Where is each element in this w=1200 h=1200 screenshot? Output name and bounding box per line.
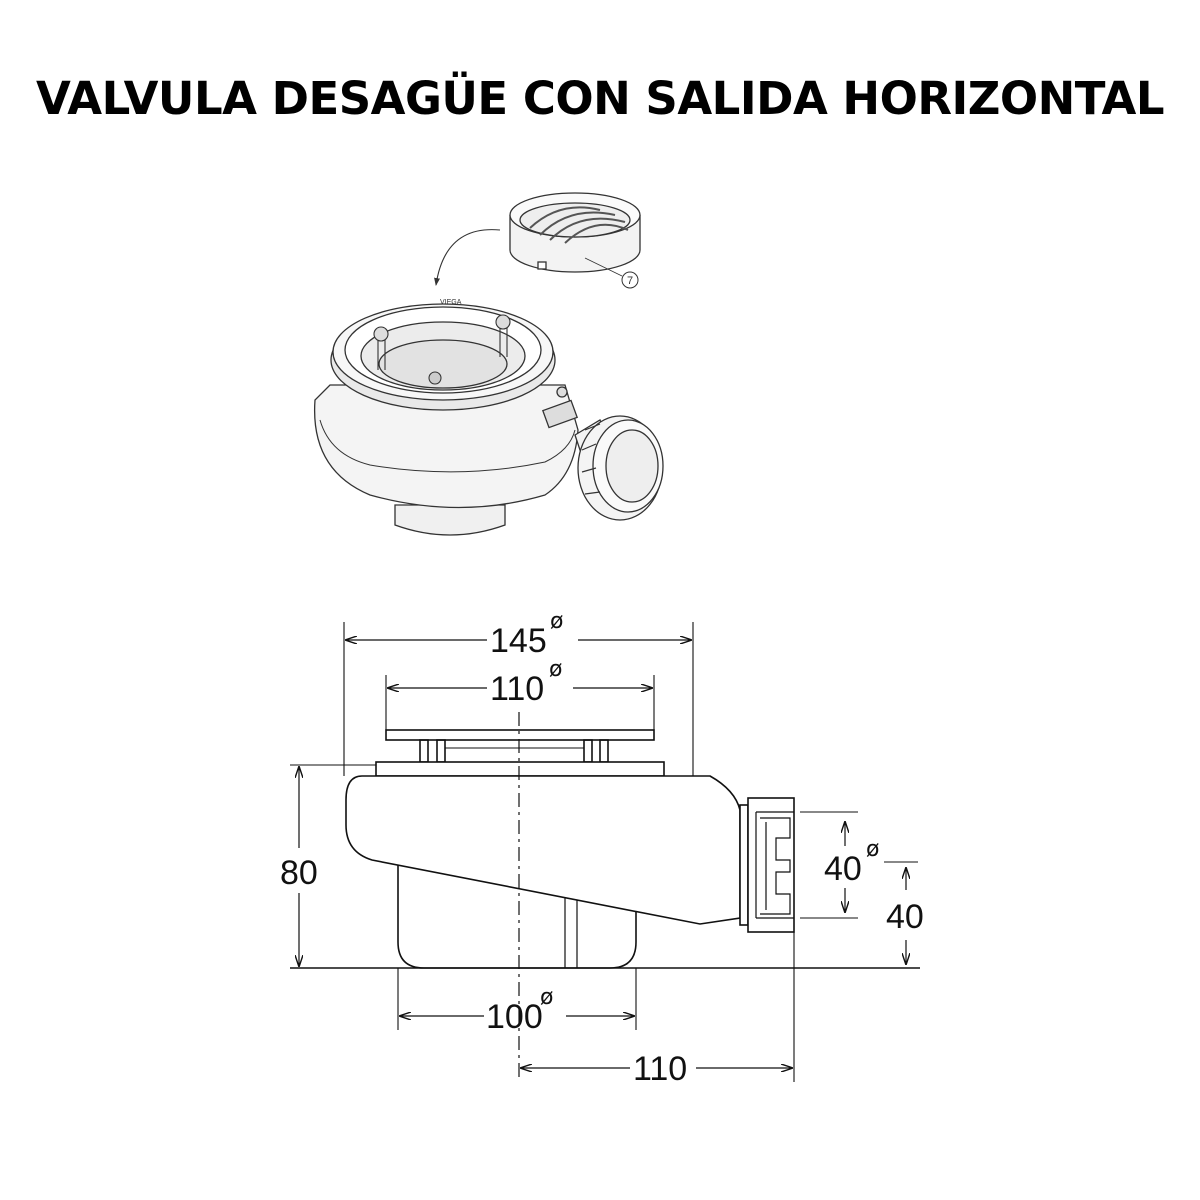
dim-80-value: 80 (280, 854, 318, 892)
dim-110-top-value: 110 (490, 670, 544, 708)
drain-body: VIEGA (313, 299, 579, 536)
dim-100-value: 100 (486, 998, 543, 1036)
flange (375, 761, 665, 777)
side-view (290, 622, 920, 1082)
grate-plate (385, 729, 655, 741)
callout-number: 7 (627, 275, 633, 287)
grate-cap (509, 192, 641, 273)
extension-lines (290, 622, 918, 1082)
page-title: VALVULA DESAGÜE CON SALIDA HORIZONTAL (36, 72, 1165, 125)
brand-mark: VIEGA (440, 299, 462, 306)
isometric-view: 7 VIEGA (313, 192, 664, 536)
drain-housing (345, 775, 741, 925)
outlet-nut-side (739, 797, 795, 933)
dim-110-top-diameter-symbol: ø (549, 657, 562, 682)
outlet-nut (574, 415, 664, 521)
grate-pins (419, 739, 609, 763)
dim-40-height-value: 40 (886, 898, 924, 936)
assembly-arrow (434, 229, 501, 286)
callout-7: 7 (584, 257, 639, 289)
dim-40-outlet-diameter-symbol: ø (866, 837, 879, 862)
dim-145-diameter-symbol: ø (550, 609, 563, 634)
dim-110-bottom-value: 110 (633, 1050, 687, 1088)
dim-145-value: 145 (490, 622, 547, 660)
dim-100-diameter-symbol: ø (540, 985, 553, 1010)
dim-40-outlet-value: 40 (824, 850, 862, 888)
